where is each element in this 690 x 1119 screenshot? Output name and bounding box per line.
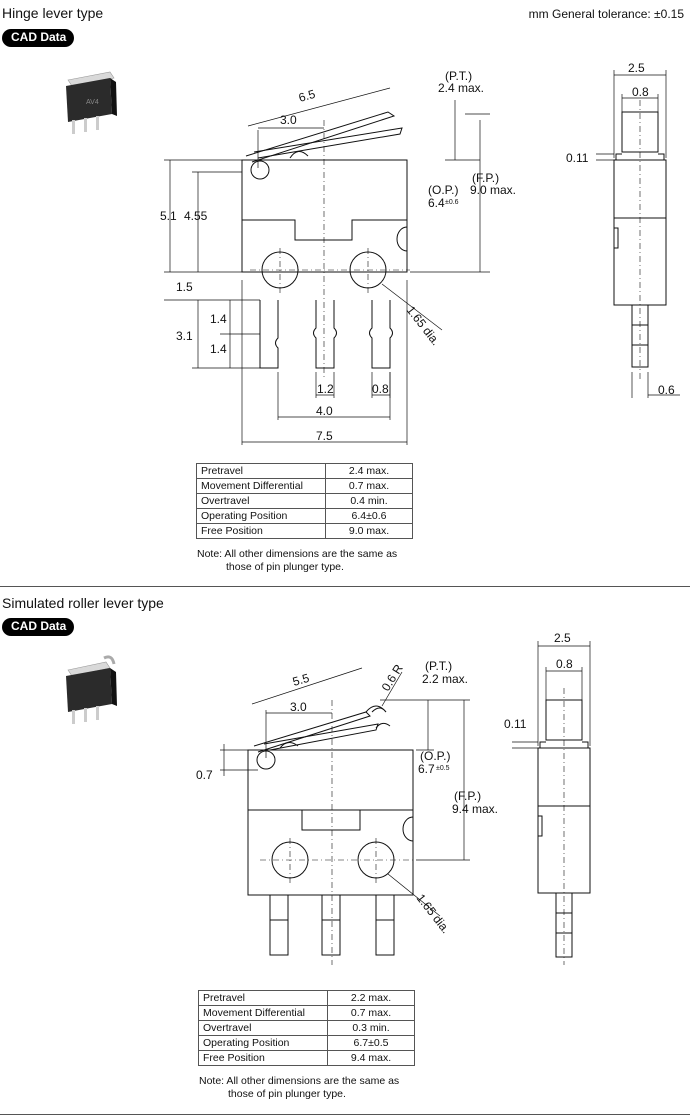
hinge-position: 3.0: [280, 113, 297, 127]
side-width: 2.5: [554, 631, 571, 645]
note: Note: All other dimensions are the same …: [199, 1075, 399, 1101]
roller-radius: 0.6 R: [379, 662, 406, 694]
cad-data-button[interactable]: CAD Data: [2, 618, 75, 636]
table-cell-label: Free Position: [198, 1050, 328, 1066]
height-1-4-upper: 1.4: [210, 312, 227, 326]
op-label: (O.P.): [420, 749, 450, 763]
table-cell-label: Movement Differential: [196, 478, 326, 494]
pt-value: 2.4 max.: [438, 81, 484, 95]
side-view-drawing: 2.5 0.8 0.11 0.6: [566, 61, 680, 398]
height-0-7: 0.7: [196, 768, 213, 782]
height-5-1: 5.1: [160, 209, 177, 223]
note-line: Note: All other dimensions are the same …: [197, 548, 398, 560]
note-line: Note: All other dimensions are the same …: [199, 1075, 400, 1087]
hole-diameter: 1.65 dia.: [414, 891, 453, 936]
fp-label: (F.P.): [472, 171, 499, 185]
side-plunger: 0.8: [556, 657, 573, 671]
height-4-55: 4.55: [184, 209, 208, 223]
side-width: 2.5: [628, 61, 645, 75]
note-line: those of pin plunger type.: [228, 1088, 346, 1100]
lever-length: 6.5: [297, 87, 317, 105]
tolerance-note: mm General tolerance: ±0.15: [528, 7, 684, 21]
product-photo: [66, 655, 117, 724]
body-width: 7.5: [316, 429, 333, 443]
table-cell-label: Pretravel: [196, 463, 326, 479]
cad-data-button[interactable]: CAD Data: [2, 29, 75, 47]
table-cell-value: 6.7±0.5: [327, 1035, 415, 1051]
table-cell-value: 0.4 min.: [325, 493, 413, 509]
table-cell-value: 9.0 max.: [325, 523, 413, 539]
hinge-position: 3.0: [290, 700, 307, 714]
table-cell-value: 0.7 max.: [327, 1005, 415, 1021]
side-gap: 0.11: [504, 717, 527, 731]
height-3-1: 3.1: [176, 329, 193, 343]
front-view-drawing: (P.T.) 2.4 max. (F.P.) 9.0 max. (O.P.) 6…: [160, 69, 516, 445]
product-photo: AV4: [66, 71, 117, 134]
table-cell-label: Movement Differential: [198, 1005, 328, 1021]
table-cell-label: Pretravel: [198, 990, 328, 1006]
pin-width: 1.2: [317, 382, 334, 396]
op-label: (O.P.): [428, 183, 458, 197]
op-value: 6.7: [418, 762, 435, 776]
front-view-drawing: 5.5 0.6 R 3.0 0.7 (P.T.) 2.2 max. (O.P.)…: [196, 659, 498, 965]
table-cell-value: 9.4 max.: [327, 1050, 415, 1066]
lever-length: 5.5: [291, 671, 311, 689]
table-cell-value: 2.2 max.: [327, 990, 415, 1006]
table-cell-label: Operating Position: [196, 508, 326, 524]
table-cell-label: Overtravel: [196, 493, 326, 509]
note: Note: All other dimensions are the same …: [197, 548, 397, 574]
table-cell-value: 0.7 max.: [325, 478, 413, 494]
height-1-4-lower: 1.4: [210, 342, 227, 356]
op-value: 6.4: [428, 196, 445, 210]
section-divider: [0, 1114, 690, 1115]
svg-text:AV4: AV4: [86, 99, 99, 106]
pt-label: (P.T.): [425, 659, 452, 673]
table-cell-value: 6.4±0.6: [325, 508, 413, 524]
side-gap: 0.11: [566, 151, 589, 165]
fp-label: (F.P.): [454, 789, 481, 803]
op-tolerance: ±0.5: [436, 765, 450, 772]
side-view-drawing: 2.5 0.8 0.11: [504, 631, 591, 965]
section-title: Hinge lever type: [2, 5, 104, 21]
op-tolerance: ±0.6: [445, 199, 459, 206]
side-pin: 0.6: [658, 383, 675, 397]
table-cell-label: Operating Position: [198, 1035, 328, 1051]
pt-label: (P.T.): [445, 69, 472, 83]
pt-value: 2.2 max.: [422, 672, 468, 686]
pin-pitch: 4.0: [316, 404, 333, 418]
section-divider: [0, 586, 690, 587]
fp-value: 9.4 max.: [452, 802, 498, 816]
hole-diameter: 1.65 dia.: [404, 303, 443, 348]
fp-value: 9.0 max.: [470, 183, 516, 197]
table-cell-label: Overtravel: [198, 1020, 328, 1036]
table-cell-label: Free Position: [196, 523, 326, 539]
section-title: Simulated roller lever type: [2, 595, 164, 611]
pin-thickness: 0.8: [372, 382, 389, 396]
table-cell-value: 0.3 min.: [327, 1020, 415, 1036]
note-line: those of pin plunger type.: [226, 561, 344, 573]
height-1-5: 1.5: [176, 280, 193, 294]
side-plunger: 0.8: [632, 85, 649, 99]
table-cell-value: 2.4 max.: [325, 463, 413, 479]
